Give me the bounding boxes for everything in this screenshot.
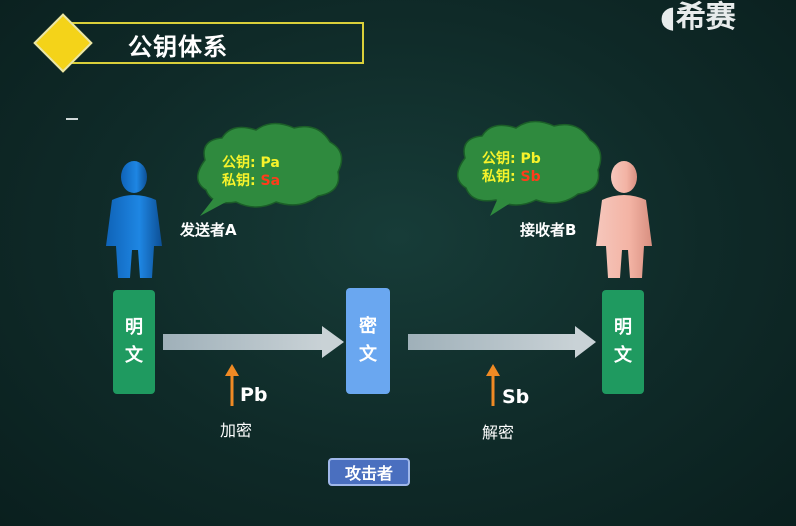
decrypt-key-name: Sb bbox=[502, 386, 530, 408]
receiver-person-icon bbox=[596, 161, 652, 278]
receiver-key-cloud bbox=[457, 120, 602, 216]
attacker-badge: 攻击者 bbox=[328, 458, 410, 486]
receiver-label: 接收者B bbox=[520, 221, 577, 239]
sender-key-cloud bbox=[197, 122, 343, 216]
decrypt-key-arrow-icon bbox=[486, 364, 500, 406]
sender-private-key: 私钥: Sa bbox=[222, 173, 281, 189]
page-title: 公钥体系 bbox=[128, 33, 228, 61]
plaintext-box-right: 明 文 bbox=[602, 290, 644, 394]
brand-name: 希赛 bbox=[675, 0, 736, 35]
brand-mark-icon: ◖ bbox=[660, 0, 676, 35]
sender-label: 发送者A bbox=[180, 221, 237, 239]
encrypt-label: 加密 bbox=[220, 421, 253, 440]
encrypt-flow-arrow bbox=[163, 326, 344, 358]
receiver-keys: 公钥: Pb 私钥: Sb bbox=[482, 150, 541, 186]
sender-public-key: 公钥: Pa bbox=[222, 155, 280, 171]
decorative-dash bbox=[66, 118, 78, 120]
encrypt-key-arrow-icon bbox=[225, 364, 239, 406]
ciphertext-box: 密 文 bbox=[346, 288, 390, 394]
encrypt-key-name: Pb bbox=[240, 384, 268, 406]
decrypt-flow-arrow bbox=[408, 326, 596, 358]
receiver-public-key: 公钥: Pb bbox=[482, 151, 541, 167]
receiver-private-key: 私钥: Sb bbox=[482, 169, 541, 185]
plaintext-box-left: 明 文 bbox=[113, 290, 155, 394]
decrypt-label: 解密 bbox=[482, 423, 515, 442]
sender-keys: 公钥: Pa 私钥: Sa bbox=[222, 154, 280, 190]
brand-logo: ◖希赛 bbox=[660, 0, 736, 36]
sender-person-icon bbox=[106, 161, 162, 278]
